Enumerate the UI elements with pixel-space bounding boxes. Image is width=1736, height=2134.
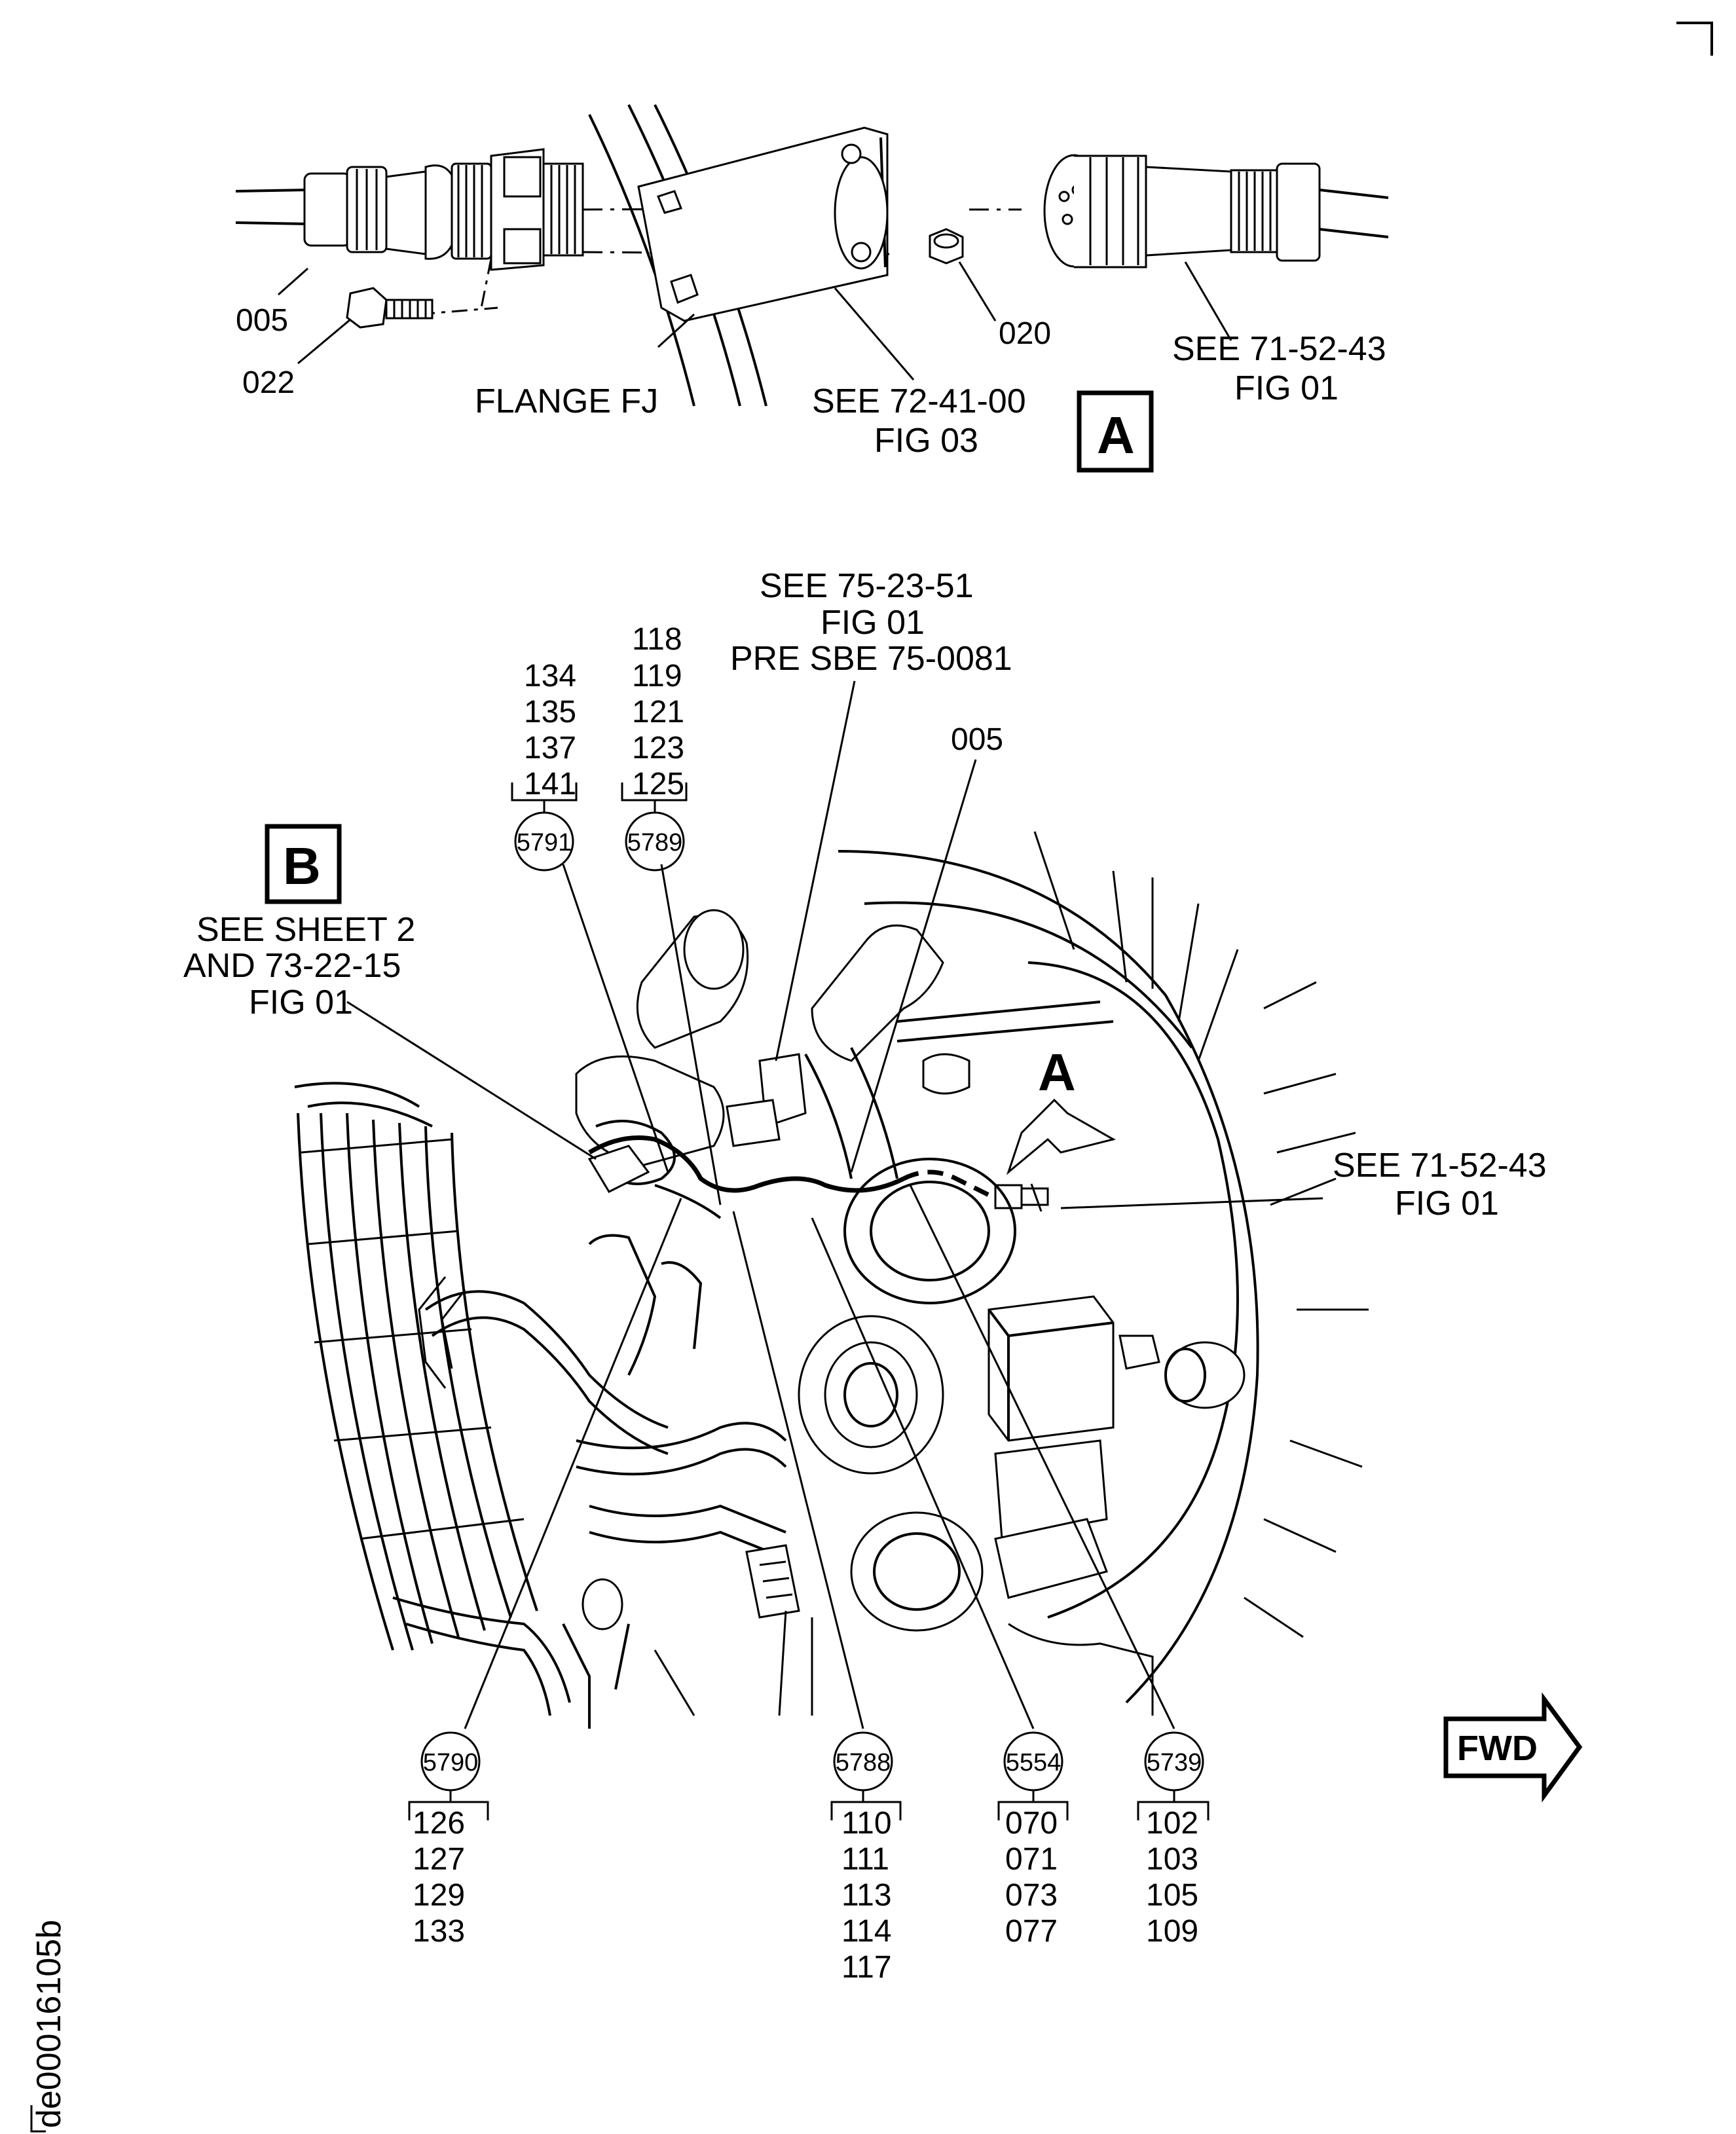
callout-5791-id: 5791	[517, 829, 572, 856]
figure-id: de00016105b	[30, 1920, 68, 2128]
callout-5789-item: 119	[632, 659, 682, 693]
top-ref-line1: SEE 75-23-51	[760, 567, 974, 605]
view-a-detail	[235, 104, 1389, 407]
callout-5790-id: 5790	[423, 1749, 479, 1776]
callout-5789-item: 123	[632, 731, 684, 765]
callout-5788: 5788 110 111 113 114 117	[830, 1731, 902, 1985]
callout-5790-item: 127	[413, 1842, 465, 1877]
callout-5554-item: 070	[1005, 1806, 1058, 1841]
top-ref-line2: FIG 01	[821, 604, 925, 642]
callout-5739-id: 5739	[1147, 1749, 1202, 1776]
callout-5790-item: 126	[413, 1806, 465, 1841]
view-b-ref-line1: SEE SHEET 2	[196, 911, 415, 949]
view-a-item-020: 020	[999, 316, 1051, 351]
callout-5554-item: 071	[1005, 1842, 1058, 1877]
view-a-box: A	[1077, 390, 1154, 473]
figure-id-mark	[30, 2105, 46, 2133]
callout-5739-item: 102	[1146, 1806, 1198, 1841]
fwd-arrow: FWD	[1443, 1692, 1583, 1803]
callout-5790-item: 133	[413, 1914, 465, 1949]
callout-5788-item: 117	[841, 1950, 892, 1985]
callout-5554-item: 077	[1005, 1914, 1058, 1949]
view-a-item-005: 005	[236, 303, 288, 338]
callout-5791-item: 141	[524, 767, 576, 801]
callout-5789-item: 125	[632, 767, 684, 801]
callout-5791: 134 135 137 141 5791	[511, 659, 578, 872]
right-ref-line2: FIG 01	[1395, 1185, 1499, 1223]
callout-5788-item: 111	[841, 1842, 889, 1877]
engine-illustration	[294, 831, 1369, 1729]
leader-lines	[346, 680, 1323, 1729]
view-b-box: B	[265, 824, 342, 904]
fwd-label: FWD	[1457, 1729, 1538, 1768]
callout-5554-item: 073	[1005, 1878, 1058, 1913]
callout-5791-item: 134	[524, 659, 576, 693]
callout-5554-id: 5554	[1006, 1749, 1062, 1776]
top-ref-line3: PRE SBE 75-0081	[730, 640, 1012, 678]
view-b-box-label: B	[283, 837, 321, 895]
view-b-ref-line2: AND 73-22-15	[183, 947, 401, 985]
callout-5788-item: 110	[841, 1806, 892, 1841]
view-a-ref-right-line1: SEE 71-52-43	[1172, 330, 1386, 368]
callout-5791-item: 135	[524, 695, 576, 729]
flange-label: FLANGE FJ	[475, 382, 658, 420]
corner-mark	[1676, 22, 1713, 56]
main-item-005: 005	[951, 722, 1003, 757]
callout-5789-item: 118	[632, 622, 682, 657]
callout-5789-id: 5789	[627, 829, 683, 856]
callout-5790-item: 129	[413, 1878, 465, 1913]
callout-5791-item: 137	[524, 731, 576, 765]
callout-5790: 5790 126 127 129 133	[408, 1731, 489, 1949]
callout-5788-item: 114	[841, 1914, 892, 1949]
callout-5739-item: 105	[1146, 1878, 1198, 1913]
view-a-ref-left-line1: SEE 72-41-00	[812, 382, 1026, 420]
callout-5789-item: 121	[632, 695, 684, 729]
callout-5739: 5739 102 103 105 109	[1137, 1731, 1210, 1949]
view-a-box-label: A	[1097, 406, 1135, 464]
callout-5789: 118 119 121 123 125 5789	[621, 622, 688, 872]
callout-5788-item: 113	[841, 1878, 892, 1913]
view-b-ref-line3: FIG 01	[249, 984, 353, 1021]
callout-5554: 5554 070 071 073 077	[997, 1731, 1069, 1949]
callout-5788-id: 5788	[836, 1749, 891, 1776]
view-a-arrow-label: A	[1038, 1043, 1076, 1101]
callout-5739-item: 103	[1146, 1842, 1198, 1877]
view-a-ref-left-line2: FIG 03	[874, 422, 978, 460]
callout-5739-item: 109	[1146, 1914, 1198, 1949]
view-a-item-022: 022	[242, 365, 295, 400]
view-a-ref-right-line2: FIG 01	[1234, 369, 1339, 407]
right-ref-line1: SEE 71-52-43	[1333, 1147, 1547, 1185]
